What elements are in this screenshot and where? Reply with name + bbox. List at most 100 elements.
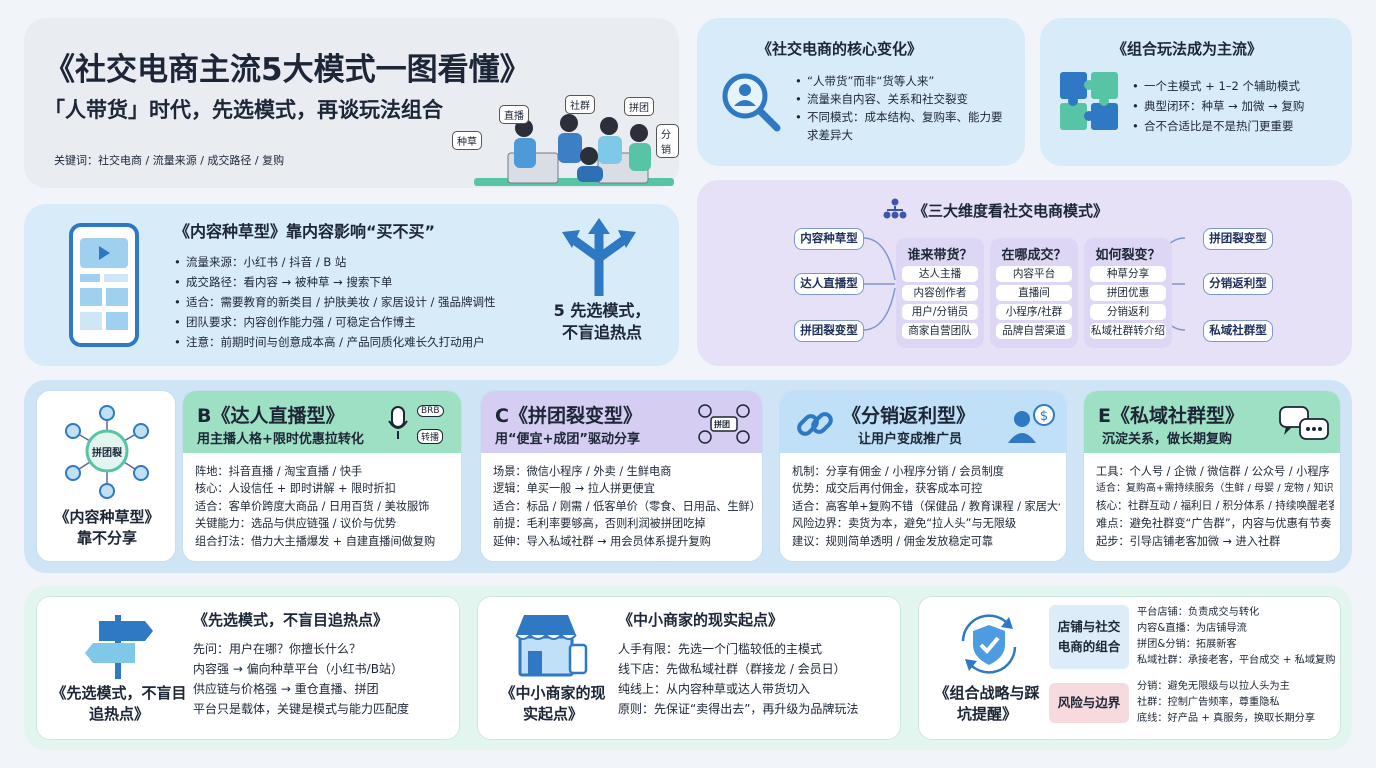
card-smb-start: 《中小商家的现实起点》 《中小商家的现实起点》 人手有限：先选一个门槛较低的主模…	[477, 596, 901, 740]
dim-left-live-streaming: 达人直播型	[794, 273, 864, 295]
choose-mode-callout: 5 先选模式，不盲追热点	[553, 301, 651, 342]
core-change-panel: 《社交电商的核心变化》 “人带货”而非“货等人来” 流量来自内容、关系和社交裂变…	[697, 18, 1025, 166]
magnifier-person-icon	[722, 73, 781, 132]
list-item: 人手有限：先选一个门槛较低的主模式	[618, 642, 823, 656]
dim-right-distribution: 分销返利型	[1203, 273, 1273, 295]
list-item: 组合打法：借力大主播爆发 + 自建直播间做复购	[195, 534, 436, 548]
risk-tag: 风险与边界	[1049, 683, 1129, 723]
dim-how-head: 如何裂变？	[1095, 248, 1161, 263]
list-item: 先问：用户在哪？你擅长什么？	[193, 642, 362, 656]
smb-caption: 《中小商家的现实起点》	[500, 684, 606, 723]
dim-right-private-community: 私域社群型	[1203, 320, 1273, 342]
core-item: “人带货”而非“货等人来”	[795, 72, 1007, 90]
dim-who-item: 内容创作者	[902, 285, 978, 301]
list-item: 难点：避免社群变“广告群”，内容与优惠有节奏	[1096, 517, 1332, 531]
link-chain-icon	[797, 412, 833, 436]
list-item: 核心：人设信任 + 即时讲解 + 限时折扣	[195, 482, 396, 496]
card-private-community-lines: 工具：个人号 / 企微 / 微信群 / 公众号 / 小程序 适合：复购高+需持续…	[1096, 463, 1334, 550]
phone-icon	[69, 223, 139, 347]
list-item: 适合：复购高+需持续服务（生鲜 / 母婴 / 宠物 / 知识付费）	[1096, 483, 1334, 495]
core-change-title: 《社交电商的核心变化》	[757, 40, 923, 58]
hub-caption: 《内容种草型》靠不分享	[54, 508, 160, 547]
hero-keywords: 关键词：社交电商 / 流量来源 / 成交路径 / 复购	[54, 154, 285, 167]
list-item: 底线：好产品 + 真服务，换取长期分享	[1137, 713, 1316, 724]
combo-list: 一个主模式 + 1–2 个辅助模式 典型闭环：种草 → 加微 → 复购 合不合适…	[1132, 76, 1304, 136]
svg-text:$: $	[1040, 409, 1048, 424]
list-item: 原则：先保证“卖得出去”，再升级为品牌玩法	[618, 702, 859, 716]
people-illustration	[474, 114, 674, 186]
storefront-icon	[515, 615, 588, 677]
choose-mode-caption: 《先选模式，不盲目追热点》	[51, 684, 187, 723]
bubble-live: 直播	[499, 105, 529, 124]
dim-how-item: 拼团优惠	[1090, 285, 1166, 301]
card-private-community-title: E《私域社群型》	[1098, 405, 1244, 427]
list-item: 工具：个人号 / 企微 / 微信群 / 公众号 / 小程序	[1096, 465, 1330, 478]
list-item: 阵地：抖音直播 / 淘宝直播 / 快手	[195, 465, 363, 478]
list-item: 供应链与价格强 → 重仓直播、拼团	[193, 682, 379, 696]
list-item: 机制：分享有佣金 / 小程序分销 / 会员制度	[792, 465, 1004, 478]
dim-who-item: 用户/分销员	[902, 304, 978, 320]
content-seeding-title-row: 《内容种草型》靠内容影响“买不买”	[174, 218, 435, 242]
store-combo-lines: 平台店铺：负责成交与转化 内容&直播：为店铺导流 拼团&分销：拓展新客 私域社群…	[1137, 605, 1335, 669]
list-item: 流量来源：小红书 / 抖音 / B 站	[174, 252, 496, 272]
badge-brb: BRB	[417, 405, 444, 417]
risk-lines: 分销：避免无限级与以拉人头为主 社群：控制广告频率，尊重隐私 底线：好产品 + …	[1137, 679, 1315, 727]
combo-strategy-caption: 《组合战略与踩坑提醒》	[934, 684, 1040, 723]
shield-check-icon	[961, 614, 1017, 674]
puzzle-icon	[1060, 72, 1118, 130]
list-item: 前提：毛利率要够高，否则利润被拼团吃掉	[493, 517, 706, 531]
list-item: 拼团&分销：拓展新客	[1137, 639, 1237, 650]
dim-where-head: 在哪成交？	[1001, 248, 1067, 263]
core-item: 流量来自内容、关系和社交裂变	[795, 90, 1007, 108]
hub-card: 拼团裂 《内容种草型》靠不分享	[36, 390, 176, 562]
list-item: 私域社群：承接老客，平台成交 + 私域复购	[1137, 655, 1336, 666]
dim-where-item: 直播间	[996, 285, 1072, 301]
dim-right-group-buying: 拼团裂变型	[1203, 228, 1273, 250]
card-group-buying: C《拼团裂变型》 用“便宜+成团”驱动分享 拼团 场景：微信小程序 / 外卖 /…	[480, 390, 763, 562]
card-live-streaming-title: B《达人直播型》	[197, 405, 345, 427]
card-distribution-title: 《分销返利型》	[842, 405, 976, 427]
hub-label: 拼团裂	[92, 448, 122, 459]
combo-title: 《组合玩法成为主流》	[1112, 40, 1263, 58]
list-item: 起步：引导店铺老客加微 → 进入社群	[1096, 534, 1281, 548]
card-live-streaming-header	[183, 391, 461, 453]
hero-subtitle: 「人带货」时代，先选模式，再谈玩法组合	[44, 98, 443, 122]
smb-title: 《中小商家的现实起点》	[618, 611, 784, 629]
bubble-seed: 种草	[452, 131, 482, 150]
dim-how-item: 种草分享	[1090, 266, 1166, 282]
card-group-buying-lines: 场景：微信小程序 / 外卖 / 生鲜电商 逻辑：单买一般 → 拉人拼更便宜 适合…	[493, 463, 756, 550]
people-network-icon	[698, 404, 750, 444]
list-item: 适合：需要教育的新类目 / 护肤美妆 / 家居设计 / 强品牌调性	[174, 292, 496, 312]
list-item: 优势：成交后再付佣金，获客成本可控	[792, 482, 983, 496]
dim-left-group-buying: 拼团裂变型	[794, 320, 864, 342]
core-change-list: “人带货”而非“货等人来” 流量来自内容、关系和社交裂变 不同模式：成本结构、复…	[795, 72, 1007, 144]
content-seeding-tagline: 靠内容影响“买不买”	[286, 222, 436, 241]
core-item: 不同模式：成本结构、复购率、能力要求差异大	[795, 108, 1007, 144]
list-item: 延伸：导入私域社群 → 用会员体系提升复购	[493, 534, 711, 548]
dim-who-head: 谁来带货？	[907, 248, 973, 263]
content-seeding-title: 《内容种草型》	[174, 222, 287, 241]
store-combo-tag: 店铺与社交电商的组合	[1049, 605, 1129, 669]
list-item: 分销：避免无限级与以拉人头为主	[1137, 681, 1290, 692]
list-item: 成交路径：看内容 → 被种草 → 搜索下单	[174, 272, 496, 292]
choose-mode-title: 《先选模式，不盲目追热点》	[193, 611, 389, 629]
card-distribution-lines: 机制：分享有佣金 / 小程序分销 / 会员制度 优势：成交后再付佣金，获客成本可…	[792, 463, 1060, 550]
list-item: 适合：高客单+复购不错（保健品 / 教育课程 / 家居大件）	[792, 499, 1060, 513]
card-choose-mode: 《先选模式，不盲目追热点》 《先选模式，不盲目追热点》 先问：用户在哪？你擅长什…	[36, 596, 460, 740]
bubble-group: 拼团	[624, 97, 654, 116]
dim-where-item: 小程序/社群	[996, 304, 1072, 320]
dim-how-item: 私域社群转介绍	[1090, 323, 1166, 339]
card-group-buying-title: C《拼团裂变型》	[495, 405, 642, 427]
list-item: 核心：社群互动 / 福利日 / 积分体系 / 持续唤醒老客	[1096, 499, 1334, 512]
list-item: 社群：控制广告频率，尊重隐私	[1137, 697, 1280, 708]
bubble-distribution: 分销	[656, 124, 679, 158]
card-combo-strategy: 《组合战略与踩坑提醒》 店铺与社交电商的组合 平台店铺：负责成交与转化 内容&直…	[918, 596, 1341, 740]
network-hub-icon	[65, 405, 149, 499]
list-item: 建议：规则简单透明 / 佣金发放稳定可靠	[792, 534, 994, 548]
signpost-icon	[85, 615, 153, 679]
list-item: 平台店铺：负责成交与转化	[1137, 607, 1260, 618]
list-item: 适合：标品 / 刚需 / 低客单价（零食、日用品、生鲜）	[493, 499, 756, 513]
card-private-community: E《私域社群型》 沉淀关系，做长期复购 工具：个人号 / 企微 / 微信群 / …	[1083, 390, 1341, 562]
user-coin-icon: $	[1008, 404, 1055, 443]
list-item: 风险边界：卖货为本，避免“拉人头”与无限级	[792, 517, 1017, 531]
